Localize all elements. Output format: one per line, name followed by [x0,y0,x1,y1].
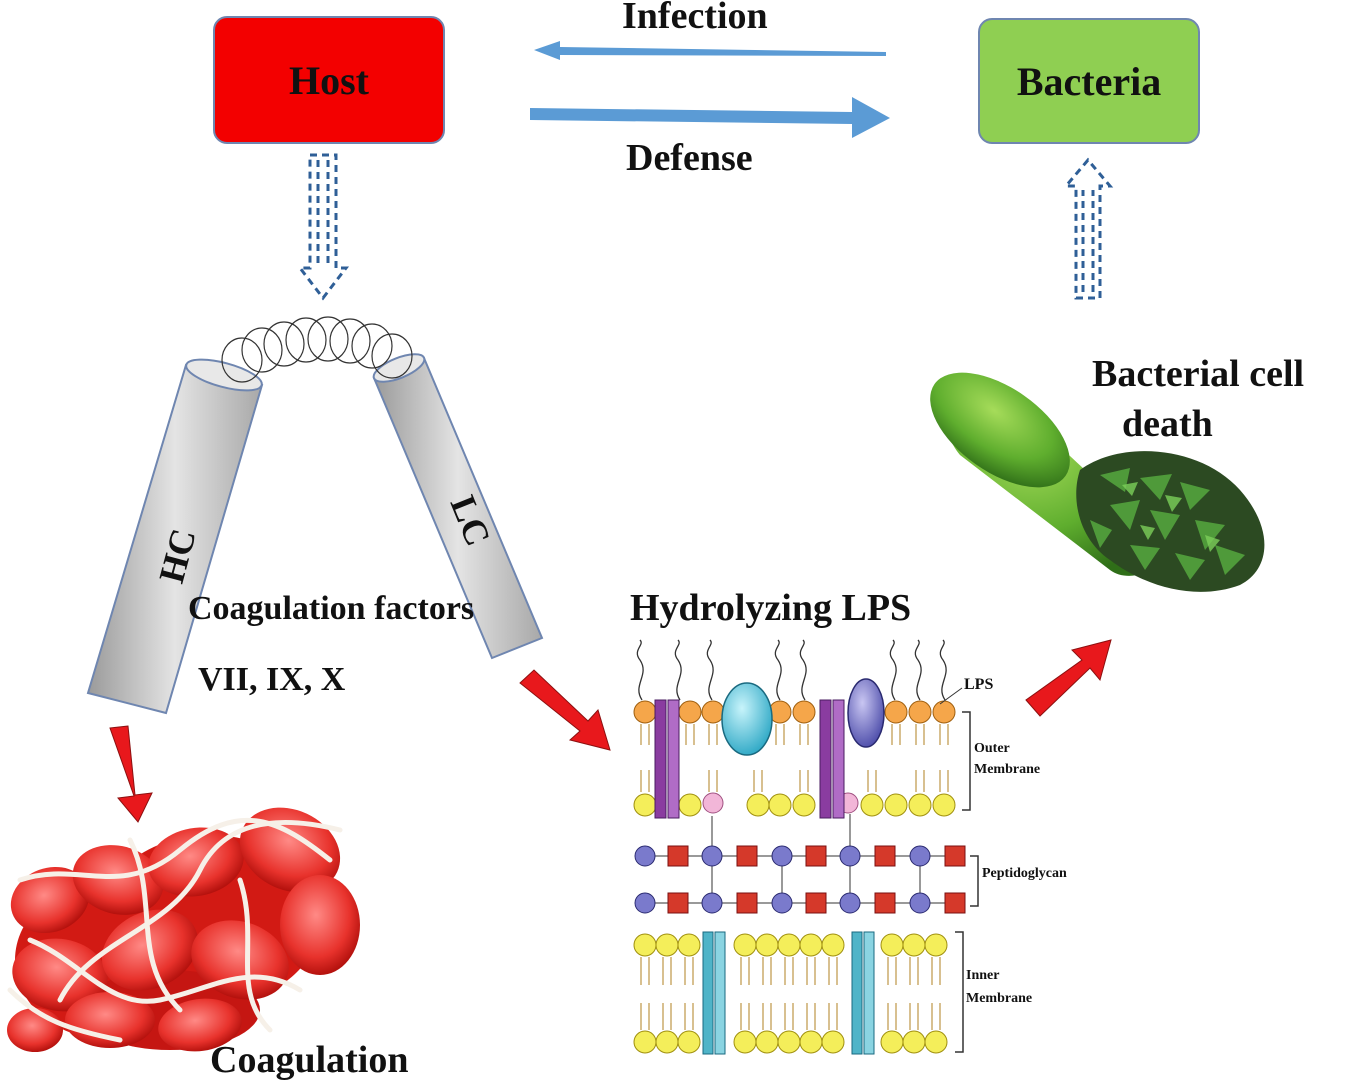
lps-label: LPS [964,676,993,693]
heavy-chain-cylinder [86,358,264,715]
infection-arrow [534,41,886,60]
outer-membrane-label-1: Outer [974,741,1010,756]
host-down-arrow [296,153,350,301]
cell-death-label-line2: death [1122,403,1213,445]
bacteria-up-arrow [1062,157,1114,300]
peptidoglycan-label: Peptidoglycan [982,866,1067,881]
defense-label: Defense [626,137,753,179]
dying-bacterium-image [930,372,1265,592]
cell-death-arrow [1025,639,1112,717]
infection-label: Infection [622,0,768,37]
coagulation-arrow [109,725,153,823]
inner-membrane-label-1: Inner [966,968,999,983]
defense-arrow [530,97,890,138]
linker-coil [221,316,413,383]
blood-clot-image [7,807,360,1052]
coagulation-factors-label: Coagulation factors [188,590,475,627]
hydrolyzing-lps-label: Hydrolyzing LPS [630,587,912,629]
host-box: Host [213,16,445,144]
cell-envelope-schematic: LPS Outer Membrane Peptidoglycan Inner M… [633,639,1067,1055]
bacteria-box: Bacteria [978,18,1200,144]
inner-membrane-label-2: Membrane [966,991,1032,1006]
hydrolysis-arrow [519,669,611,751]
host-label: Host [289,57,369,103]
bacteria-label: Bacteria [1016,58,1162,104]
factors-list-label: VII, IX, X [198,661,346,698]
coagulation-label: Coagulation [210,1039,409,1081]
cell-death-label-line1: Bacterial cell [1092,353,1305,395]
outer-membrane-label-2: Membrane [974,762,1040,777]
